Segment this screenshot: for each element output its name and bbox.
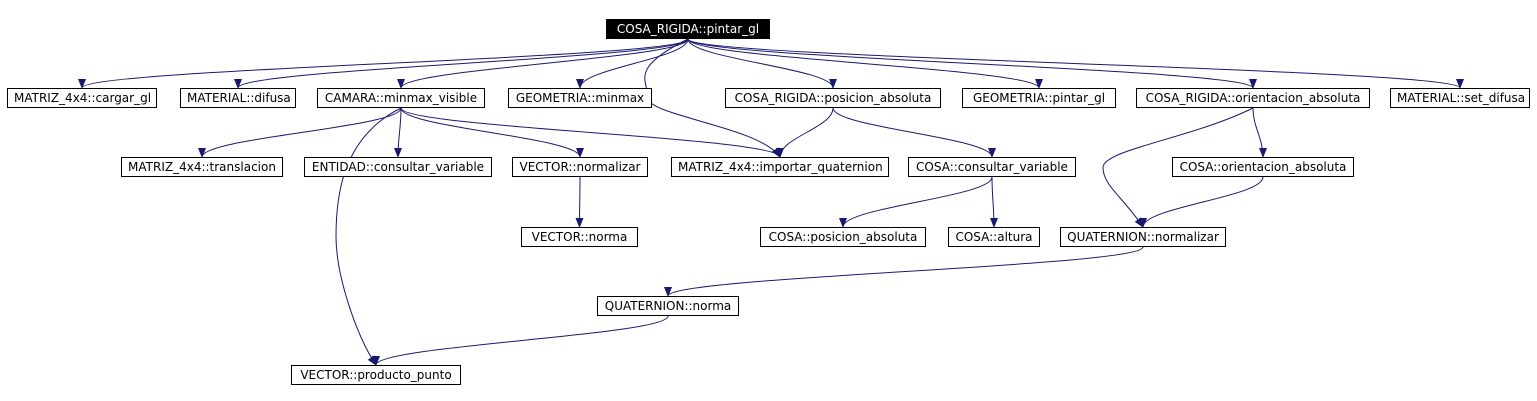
edge-quaternion-norma-to-vector-producto (372, 315, 669, 366)
node-quaternion-normalizar[interactable]: QUATERNION::normalizar (1060, 227, 1226, 247)
node-matriz-cargar-gl[interactable]: MATRIZ_4x4::cargar_gl (7, 88, 157, 108)
node-cosa-consultar-variable[interactable]: COSA::consultar_variable (908, 157, 1076, 177)
node-material-set-difusa[interactable]: MATERIAL::set_difusa (1390, 88, 1530, 108)
edge-root-to-material-difusa (234, 38, 689, 89)
node-material-difusa[interactable]: MATERIAL::difusa (180, 88, 296, 108)
node-cosa-posicion-absoluta[interactable]: COSA::posicion_absoluta (760, 227, 926, 247)
edge-camara-minmax-to-vector-producto (335, 107, 402, 366)
edge-cosa-rigida-orientacion-to-cosa-orientacion (1252, 107, 1267, 158)
edge-cosa-consultar-to-cosa-altura (989, 176, 998, 228)
edge-quaternion-normalizar-to-quaternion-norma (664, 246, 1144, 297)
node-geometria-minmax[interactable]: GEOMETRIA::minmax (508, 88, 652, 108)
edge-cosa-consultar-to-cosa-posicion (839, 176, 993, 228)
node-camara-minmax-visible[interactable]: CAMARA::minmax_visible (317, 88, 485, 108)
node-cosa-rigida-posicion-absoluta[interactable]: COSA_RIGIDA::posicion_absoluta (725, 88, 941, 108)
edge-camara-minmax-to-entidad-consultar (394, 107, 403, 158)
edge-camara-minmax-to-vector-normalizar (400, 107, 584, 158)
node-quaternion-norma[interactable]: QUATERNION::norma (597, 296, 739, 316)
node-geometria-pintar-gl[interactable]: GEOMETRIA::pintar_gl (962, 88, 1116, 108)
node-matriz-importar-quaternion[interactable]: MATRIZ_4x4::importar_quaternion (671, 157, 889, 177)
node-vector-normalizar[interactable]: VECTOR::normalizar (512, 157, 648, 177)
edge-cosa-rigida-posicion-to-cosa-consultar (832, 107, 996, 158)
edge-root-to-material-set-difusa (687, 38, 1464, 89)
node-root-cosa-rigida-pintar-gl[interactable]: COSA_RIGIDA::pintar_gl (606, 19, 770, 39)
node-cosa-altura[interactable]: COSA::altura (948, 227, 1040, 247)
edge-camara-minmax-to-matriz-importar (400, 107, 784, 158)
edge-cosa-rigida-orientacion-to-quaternion-normalizar (1102, 107, 1254, 228)
node-cosa-rigida-orientacion-absoluta[interactable]: COSA_RIGIDA::orientacion_absoluta (1136, 88, 1370, 108)
edge-root-to-geometria-pintar (687, 38, 1043, 89)
edge-cosa-rigida-posicion-to-matriz-importar (776, 107, 834, 158)
edge-root-to-cosa-rigida-orientacion (687, 38, 1257, 89)
edge-cosa-orientacion-to-quaternion-normalizar (1139, 176, 1264, 228)
edge-root-to-geometria-minmax (576, 38, 689, 89)
edge-camara-minmax-to-matriz-translacion (198, 107, 402, 158)
edge-vector-normalizar-to-vector-norma (575, 176, 584, 228)
edge-root-to-cosa-rigida-posicion (687, 38, 837, 89)
node-vector-norma[interactable]: VECTOR::norma (521, 227, 638, 247)
node-entidad-consultar-variable[interactable]: ENTIDAD::consultar_variable (304, 157, 492, 177)
node-matriz-translacion[interactable]: MATRIZ_4x4::translacion (121, 157, 283, 177)
node-cosa-orientacion-absoluta[interactable]: COSA::orientacion_absoluta (1172, 157, 1354, 177)
node-vector-producto-punto[interactable]: VECTOR::producto_punto (291, 365, 461, 385)
edge-root-to-matriz-cargar (78, 38, 689, 89)
